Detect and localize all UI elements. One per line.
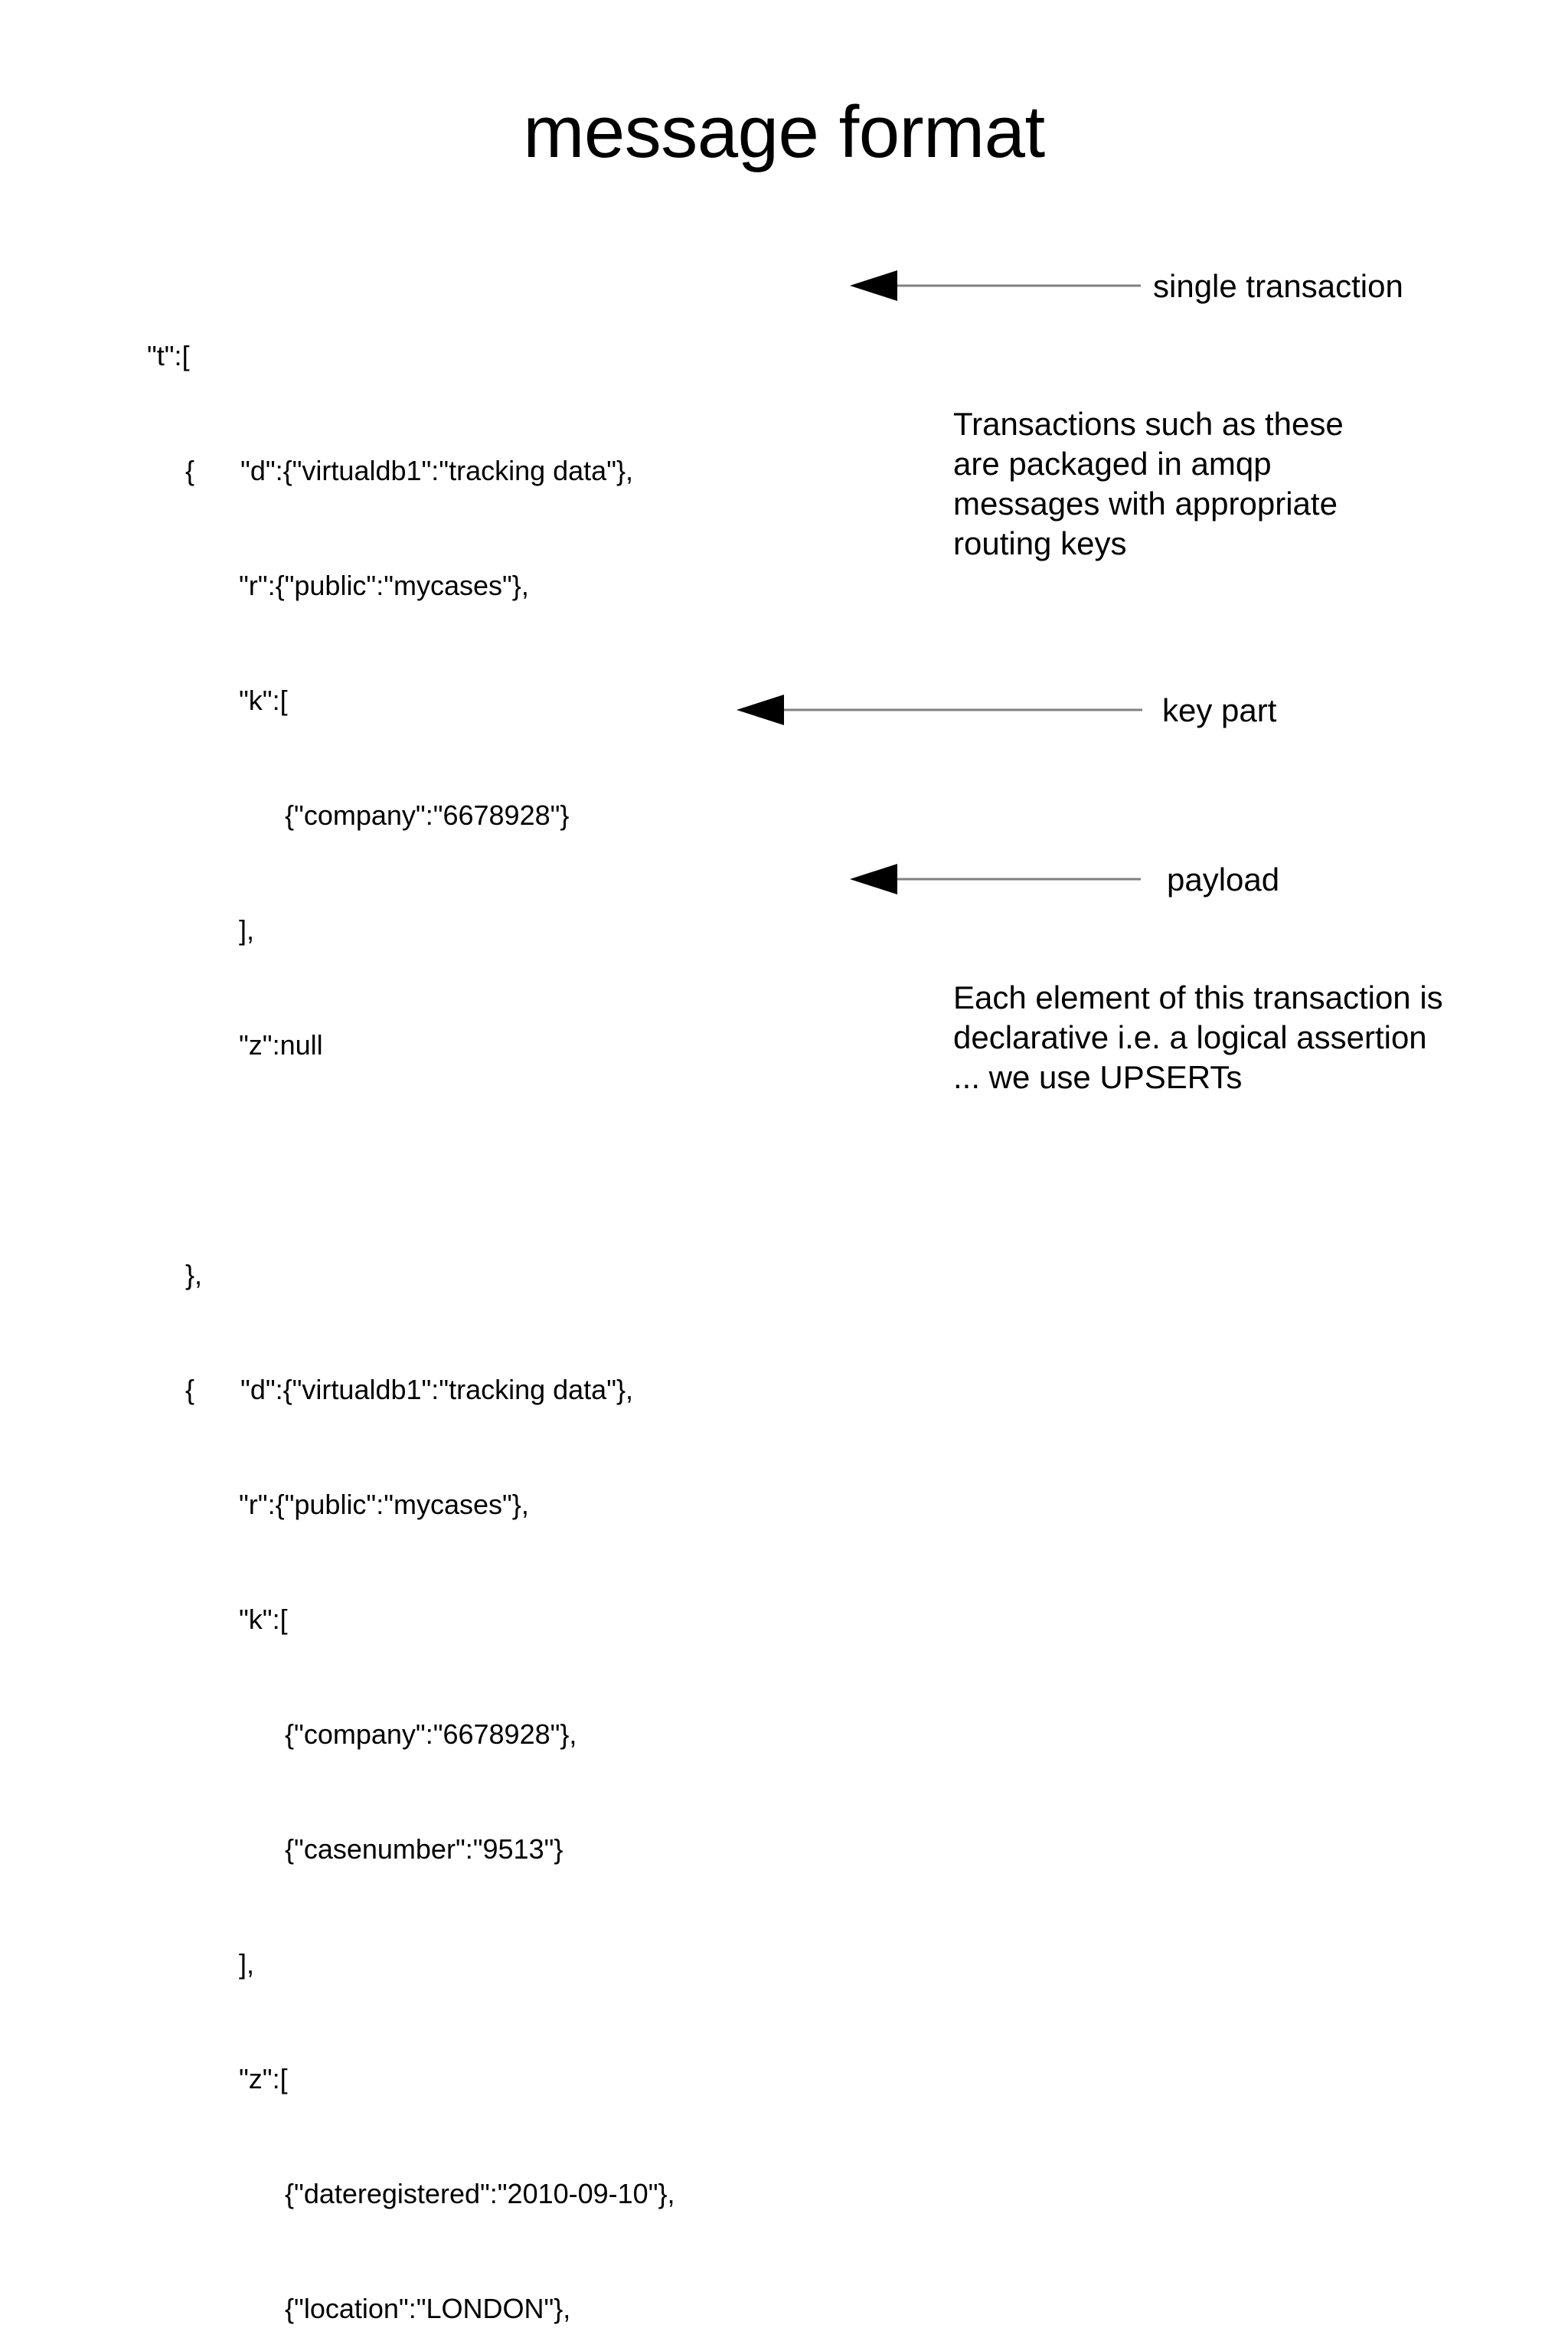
code-line: "r":{"public":"mycases"}, xyxy=(147,1489,529,1520)
note-line: declarative i.e. a logical assertion xyxy=(953,1019,1427,1055)
code-line: {"company":"6678928"}, xyxy=(147,1718,577,1750)
code-line: ], xyxy=(147,1948,255,1980)
json-message-code-block: "t":[ { "d":{"virtualdb1":"tracking data… xyxy=(147,260,897,2351)
code-line: "t":[ xyxy=(147,340,190,371)
note-line: routing keys xyxy=(953,525,1127,561)
code-line: { "d":{"virtualdb1":"tracking data"}, xyxy=(147,1374,634,1405)
note-line: Transactions such as these xyxy=(953,406,1344,442)
code-line: "z":null xyxy=(147,1029,323,1061)
note-line: are packaged in amqp xyxy=(953,446,1272,482)
code-line: {"company":"6678928"} xyxy=(147,799,570,831)
code-line: "r":{"public":"mycases"}, xyxy=(147,570,529,601)
arrow-left-icon-payload xyxy=(850,864,1141,894)
code-line: {"dateregistered":"2010-09-10"}, xyxy=(147,2178,675,2209)
code-line: "k":[ xyxy=(147,1604,288,1635)
page-title: message format xyxy=(523,91,1045,173)
arrow-left-icon-key-part xyxy=(737,695,1142,725)
code-line: }, xyxy=(147,1259,203,1290)
code-line: "z":[ xyxy=(147,2063,288,2094)
code-line: {"casenumber":"9513"} xyxy=(147,1833,564,1865)
annotation-label-key-part: key part xyxy=(1162,692,1277,728)
code-line: {"location":"LONDON"}, xyxy=(147,2293,571,2324)
note-line: messages with appropriate xyxy=(953,486,1338,522)
annotation-label-single-transaction: single transaction xyxy=(1153,268,1403,304)
code-line: { "d":{"virtualdb1":"tracking data"}, xyxy=(147,455,634,486)
note-line: ... we use UPSERTs xyxy=(953,1059,1243,1095)
code-line-blank xyxy=(147,1141,897,1179)
code-line: ], xyxy=(147,914,255,946)
arrow-left-icon-single-transaction xyxy=(850,270,1141,301)
note-amqp-packaging: Transactions such as these are packaged … xyxy=(953,404,1344,564)
annotation-label-payload: payload xyxy=(1167,862,1280,898)
code-line: "k":[ xyxy=(147,685,288,716)
note-declarative-upserts: Each element of this transaction is decl… xyxy=(953,978,1443,1097)
note-line: Each element of this transaction is xyxy=(953,979,1443,1015)
